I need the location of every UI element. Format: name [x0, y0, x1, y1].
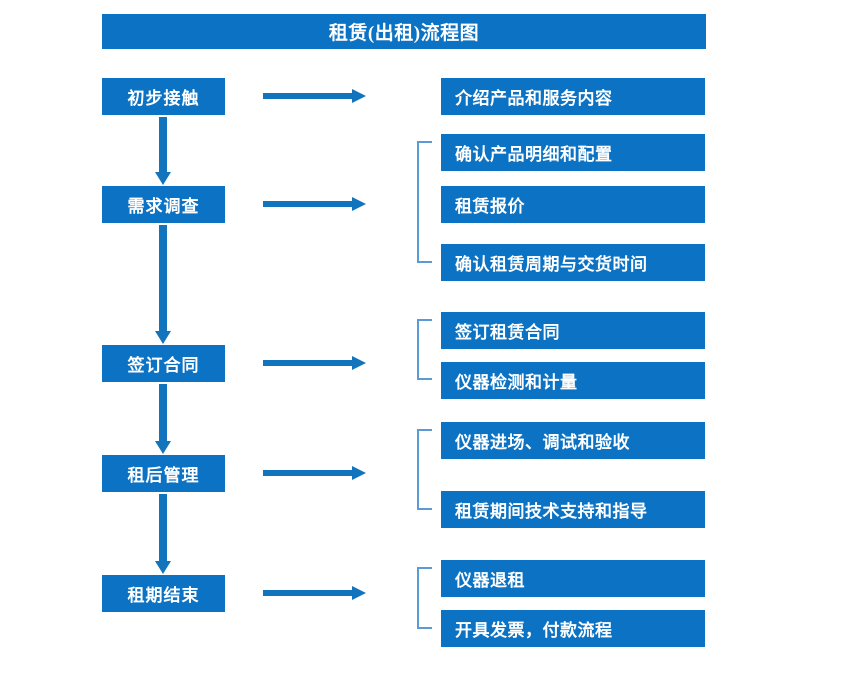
arrow-right-icon-needs-survey: [263, 197, 366, 211]
stage-box-lease-end[interactable]: 租期结束: [102, 575, 225, 612]
arrow-down-icon-1: [155, 117, 171, 185]
detail-box-intro-products-services[interactable]: 介绍产品和服务内容: [441, 78, 705, 115]
arrow-down-icon-3: [155, 384, 171, 454]
bracket-needs-survey: [417, 141, 432, 263]
bracket-lease-end: [417, 567, 432, 629]
detail-box-instrument-inspection[interactable]: 仪器检测和计量: [441, 362, 705, 399]
detail-box-instrument-return[interactable]: 仪器退租: [441, 560, 705, 597]
detail-box-technical-support[interactable]: 租赁期间技术支持和指导: [441, 491, 705, 528]
arrow-right-icon-lease-end: [263, 586, 366, 600]
stage-box-post-rental[interactable]: 租后管理: [102, 455, 225, 492]
detail-box-confirm-product-spec[interactable]: 确认产品明细和配置: [441, 134, 705, 171]
arrow-right-icon-sign-contract: [263, 356, 366, 370]
stage-box-initial-contact[interactable]: 初步接触: [102, 78, 225, 115]
arrow-right-icon-initial-contact: [263, 89, 366, 103]
detail-box-instrument-delivery-commissioning[interactable]: 仪器进场、调试和验收: [441, 422, 705, 459]
stage-box-sign-contract[interactable]: 签订合同: [102, 345, 225, 382]
page-title: 租赁(出租)流程图: [102, 14, 706, 49]
arrow-down-icon-4: [155, 494, 171, 574]
detail-box-sign-rental-contract[interactable]: 签订租赁合同: [441, 312, 705, 349]
bracket-post-rental: [417, 429, 432, 510]
arrow-right-icon-post-rental: [263, 466, 366, 480]
bracket-sign-contract: [417, 319, 432, 380]
arrow-down-icon-2: [155, 225, 171, 344]
stage-box-needs-survey[interactable]: 需求调查: [102, 186, 225, 223]
detail-box-rental-quote[interactable]: 租赁报价: [441, 186, 705, 223]
detail-box-invoice-payment[interactable]: 开具发票，付款流程: [441, 610, 705, 647]
detail-box-confirm-period-delivery[interactable]: 确认租赁周期与交货时间: [441, 244, 705, 281]
